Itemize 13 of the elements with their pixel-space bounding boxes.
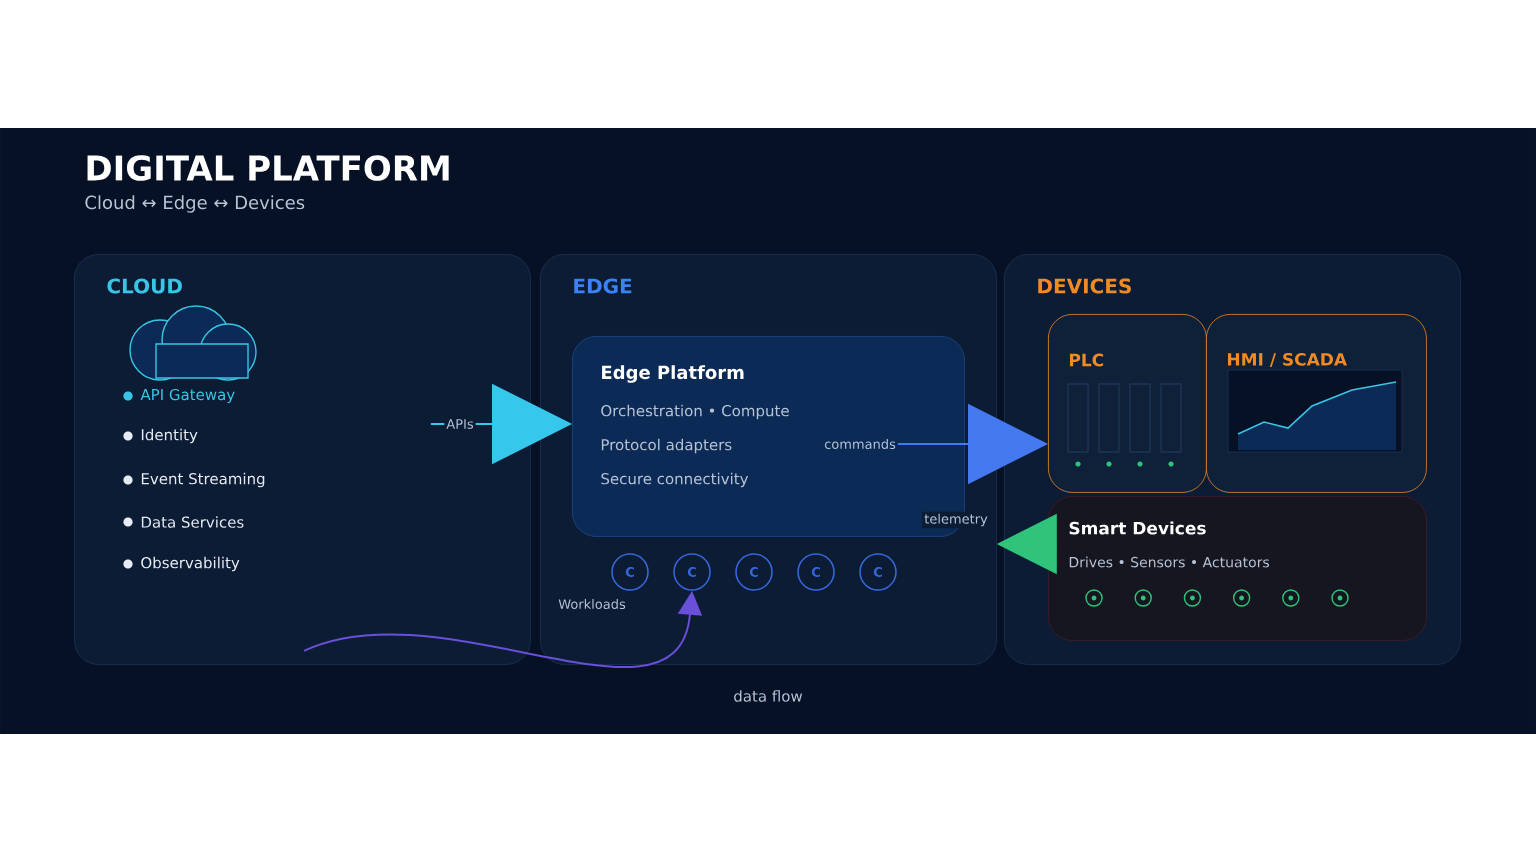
smart-devices-box [1048,496,1427,641]
box-heading: Smart Devices [1069,521,1206,535]
plc-box [1048,314,1207,493]
hmi-box [1206,314,1427,493]
box-heading: Edge Platform [602,365,744,383]
cloud-panel [74,254,531,665]
box-heading: PLC [1070,353,1104,367]
panel-heading: CLOUD [107,278,182,294]
box-heading: HMI / SCADA [1228,352,1347,368]
subtitle: Cloud ↔ Edge ↔ Devices [85,195,305,213]
title: DIGITAL PLATFORM [87,155,449,181]
panel-heading: DEVICES [1038,278,1131,294]
panel-heading: EDGE [574,278,632,294]
